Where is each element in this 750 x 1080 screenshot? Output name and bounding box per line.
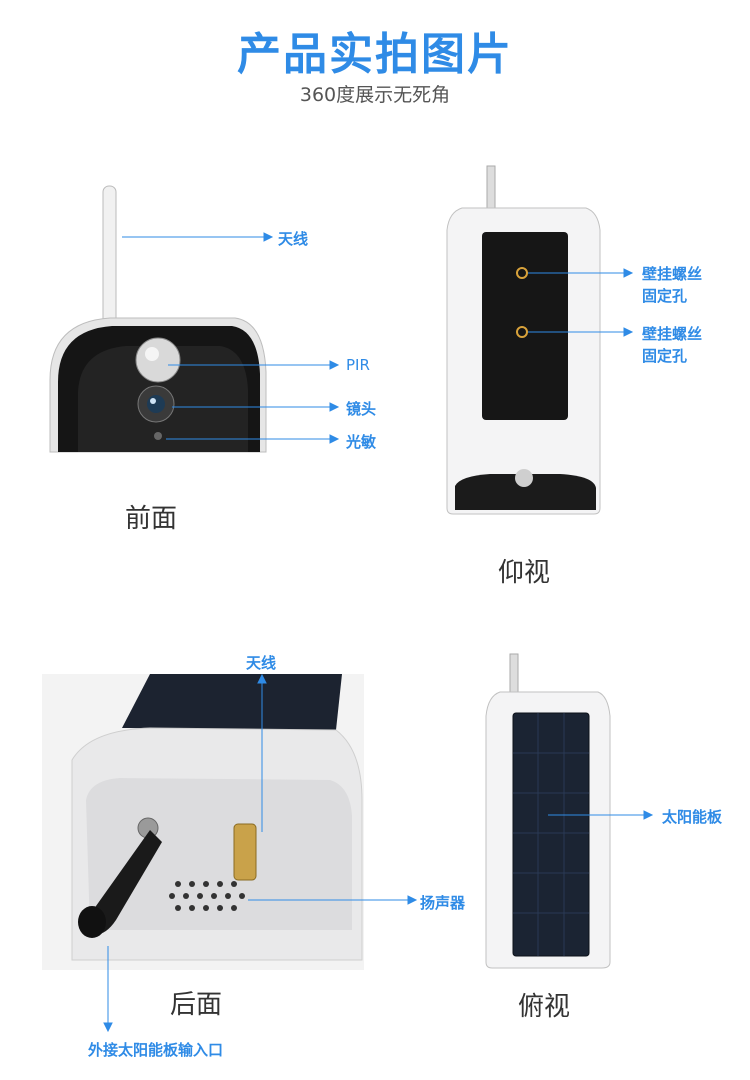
callout-lens: 镜头 bbox=[346, 400, 377, 418]
callout-speaker: 扬声器 bbox=[420, 894, 466, 912]
callout-mount-hole-1-line1: 壁挂螺丝 bbox=[642, 265, 703, 283]
label-back: 后面 bbox=[170, 990, 223, 1020]
page-subtitle: 360度展示无死角 bbox=[299, 84, 451, 106]
callout-mount-hole-2-line1: 壁挂螺丝 bbox=[642, 325, 703, 343]
callout-light-sensor: 光敏 bbox=[346, 433, 377, 451]
page-title: 产品实拍图片 bbox=[237, 29, 513, 80]
callout-mount-hole-1-line2: 固定孔 bbox=[642, 287, 688, 305]
callout-pir: PIR bbox=[346, 356, 370, 374]
callout-solar-panel: 太阳能板 bbox=[662, 808, 723, 826]
label-bottom: 仰视 bbox=[498, 558, 551, 588]
label-top: 俯视 bbox=[518, 992, 571, 1022]
label-front: 前面 bbox=[125, 504, 178, 534]
callout-power-input: 外接太阳能板输入口 bbox=[88, 1041, 224, 1059]
callout-antenna-back: 天线 bbox=[246, 654, 277, 672]
callout-antenna-front: 天线 bbox=[278, 230, 309, 248]
callout-mount-hole-2-line2: 固定孔 bbox=[642, 347, 688, 365]
